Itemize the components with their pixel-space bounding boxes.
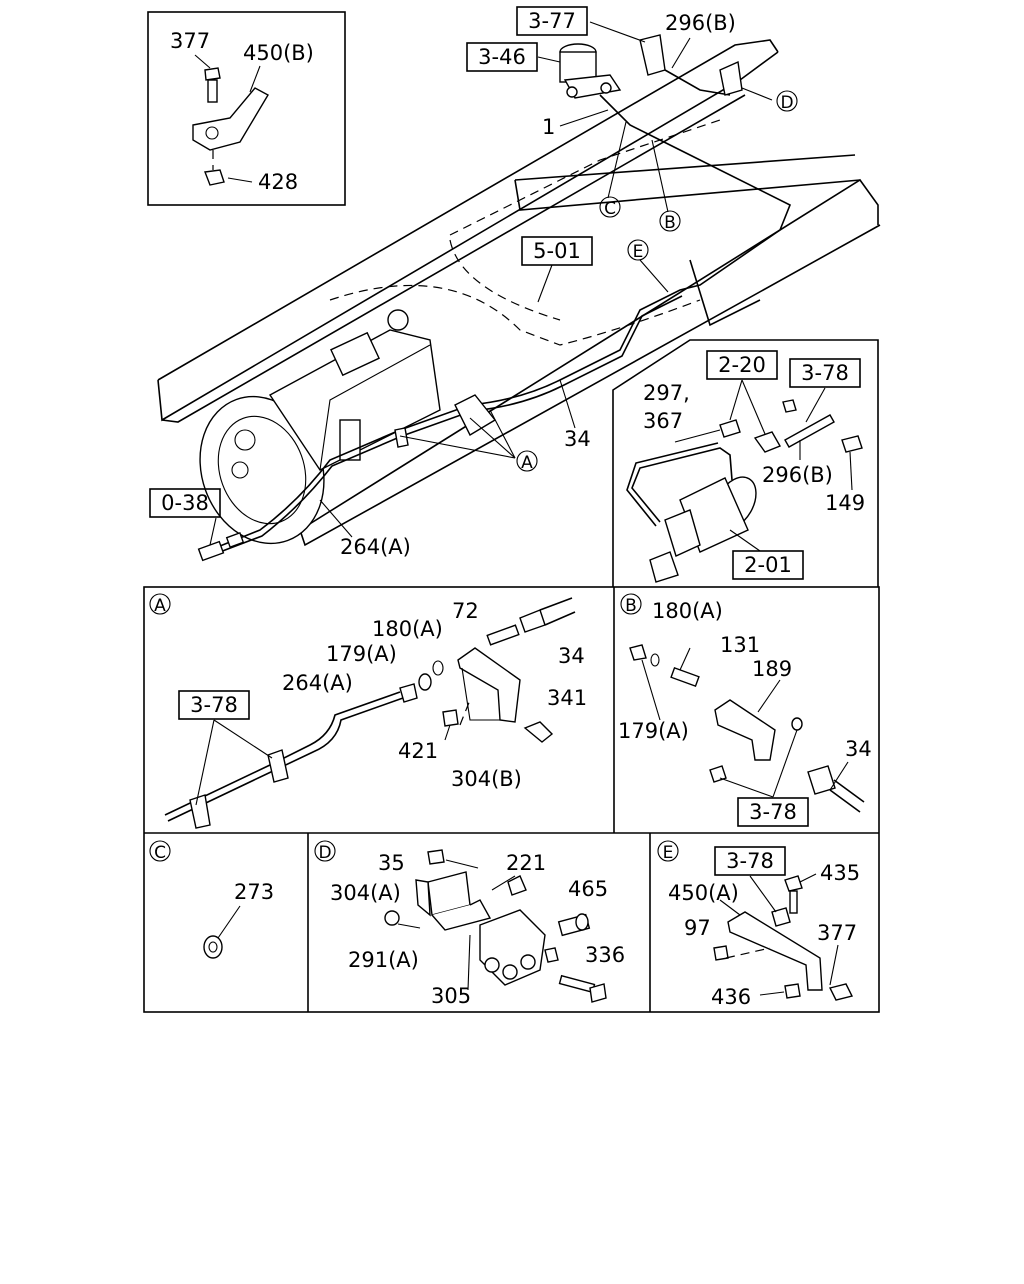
callout-c-text: C [604, 199, 616, 219]
part-label-35: 35 [378, 851, 405, 875]
part-label-305: 305 [431, 984, 471, 1008]
part-label-428: 428 [258, 170, 298, 194]
ref-box-3-78-b[interactable] [737, 797, 809, 827]
ref-box-3-77[interactable] [516, 6, 588, 36]
section-b-tag [620, 593, 642, 615]
grommet-273 [203, 935, 223, 959]
section-a-tag-text: A [154, 596, 166, 616]
transmission [199, 309, 441, 545]
ref-label-3-46: 3-46 [478, 45, 526, 69]
ref-box-3-78-main[interactable] [789, 358, 861, 388]
part-label-180a-a: 180(A) [372, 617, 443, 641]
part-label-304b: 304(B) [451, 767, 522, 791]
ref-box-2-01[interactable] [732, 550, 804, 580]
callout-d-text: D [780, 93, 793, 113]
ref-box-2-20[interactable] [706, 350, 778, 380]
ref-label-3-78-main: 3-78 [801, 361, 849, 385]
inset-top-left: 377 450(B) 428 [147, 11, 346, 206]
callout-e[interactable] [627, 239, 649, 261]
ref-label-2-20: 2-20 [718, 353, 766, 377]
part-label-436: 436 [711, 985, 751, 1009]
ref-label-5-01: 5-01 [533, 239, 581, 263]
part-label-435: 435 [820, 861, 860, 885]
ref-label-3-78-a: 3-78 [190, 693, 238, 717]
ref-box-3-78-a[interactable] [178, 690, 250, 720]
section-d: D 35 221 304(A) 465 291(A) 336 305 [314, 840, 625, 1008]
part-label-421: 421 [398, 739, 438, 763]
part-label-34-main: 34 [564, 427, 591, 451]
part-label-264a-main: 264(A) [340, 535, 411, 559]
callout-a[interactable] [516, 450, 538, 472]
main-leaders [209, 21, 773, 546]
ref-box-5-01[interactable] [521, 236, 593, 266]
part-label-377-top: 377 [170, 29, 210, 53]
part-label-1: 1 [542, 115, 555, 139]
part-label-179a-b: 179(A) [618, 719, 689, 743]
callout-c[interactable] [599, 196, 621, 218]
callout-b[interactable] [659, 210, 681, 232]
part-label-273: 273 [234, 880, 274, 904]
part-label-34-a: 34 [558, 644, 585, 668]
part-label-465: 465 [568, 877, 608, 901]
section-b-tag-text: B [625, 596, 637, 616]
ref-box-0-38[interactable] [149, 488, 221, 518]
main-labels: 3-77 3-46 296(B) 1 D C B E 5-01 34 A 0-3… [149, 6, 798, 559]
section-e-tag [657, 840, 679, 862]
part-label-377-e: 377 [817, 921, 857, 945]
part-label-450b: 450(B) [243, 41, 314, 65]
part-label-297: 297, [643, 381, 690, 405]
ref-label-3-78-e: 3-78 [726, 849, 774, 873]
callout-e-text: E [633, 242, 644, 262]
part-label-189: 189 [752, 657, 792, 681]
part-label-34-b: 34 [845, 737, 872, 761]
valve-3-46 [559, 43, 622, 99]
part-label-264a-a: 264(A) [282, 671, 353, 695]
inset-top-frame [147, 11, 346, 206]
ref-box-3-46[interactable] [466, 42, 538, 72]
part-label-367: 367 [643, 409, 683, 433]
grid-outer [143, 586, 880, 1013]
part-label-180a-b: 180(A) [652, 599, 723, 623]
part-label-304a: 304(A) [330, 881, 401, 905]
connector-3-77 [639, 34, 743, 96]
section-c-tag [149, 840, 171, 862]
section-d-tag [314, 840, 336, 862]
callout-b-text: B [664, 213, 676, 233]
part-label-97: 97 [684, 916, 711, 940]
ref-box-3-78-e[interactable] [714, 846, 786, 876]
ref-label-3-78-b: 3-78 [749, 800, 797, 824]
ref-label-3-77: 3-77 [528, 9, 576, 33]
part-label-131: 131 [720, 633, 760, 657]
part-label-291a: 291(A) [348, 948, 419, 972]
part-label-296b-main: 296(B) [665, 11, 736, 35]
section-b: B 180(A) 131 189 179(A) 34 3-78 [618, 593, 872, 827]
chassis-frame [157, 39, 881, 547]
part-label-450a: 450(A) [668, 881, 739, 905]
section-e: E 3-78 435 450(A) 97 377 436 [657, 840, 860, 1009]
section-e-tag-text: E [663, 843, 674, 863]
section-d-tag-text: D [318, 843, 331, 863]
section-c-tag-text: C [154, 843, 166, 863]
section-c: C 273 [149, 840, 274, 959]
air-pipe-assembly [197, 94, 792, 562]
ref-label-0-38: 0-38 [161, 491, 209, 515]
ref-label-2-01: 2-01 [744, 553, 792, 577]
part-label-296b-right: 296(B) [762, 463, 833, 487]
section-grid [143, 586, 880, 1013]
part-label-72: 72 [452, 599, 479, 623]
section-a: A 3-78 72 180(A) 179(A) 264(A) 34 341 42… [149, 593, 587, 829]
callout-d[interactable] [776, 90, 798, 112]
callout-a-text: A [521, 453, 533, 473]
part-label-341: 341 [547, 686, 587, 710]
part-label-221: 221 [506, 851, 546, 875]
part-label-179a-a: 179(A) [326, 642, 397, 666]
section-a-tag [149, 593, 171, 615]
inset-right: 2-20 3-78 297, 367 296(B) 149 2-01 [612, 339, 879, 587]
part-label-149: 149 [825, 491, 865, 515]
part-label-336: 336 [585, 943, 625, 967]
